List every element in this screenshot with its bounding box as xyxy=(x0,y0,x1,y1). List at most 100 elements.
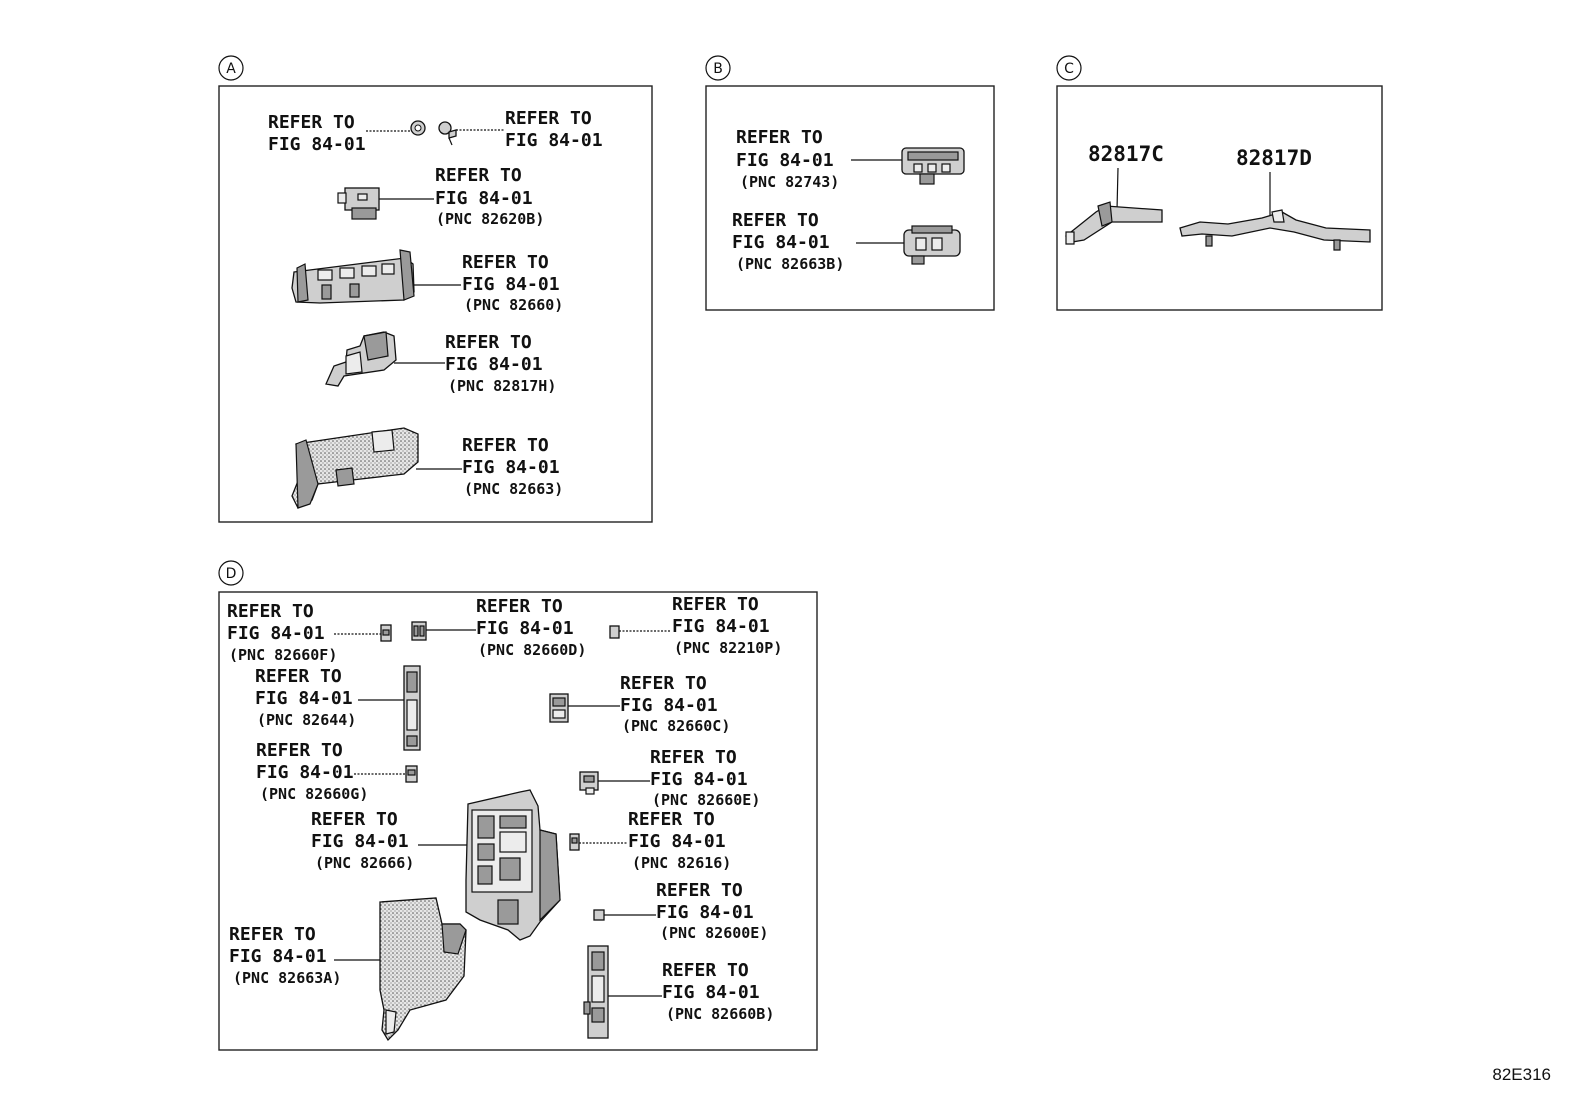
connector-part xyxy=(901,147,965,185)
callout-d3-line2: FIG 84-01 xyxy=(672,616,770,637)
callout-a5: REFER TO FIG 84-01 (PNC 82817H) xyxy=(325,331,556,395)
callout-b1: REFER TO FIG 84-01 (PNC 82743) xyxy=(736,127,965,191)
callout-a3-pnc: (PNC 82620B) xyxy=(436,210,544,228)
callout-d5-line2: FIG 84-01 xyxy=(620,695,718,716)
callout-a5-line1: REFER TO xyxy=(445,332,532,353)
callout-d9-line1: REFER TO xyxy=(628,809,715,830)
section-b-marker: B xyxy=(705,55,731,81)
callout-d11: REFER TO FIG 84-01 (PNC 82663A) xyxy=(229,897,467,1042)
callout-d2-pnc: (PNC 82660D) xyxy=(478,641,586,659)
junction-box-part xyxy=(465,789,561,941)
section-a-letter: A xyxy=(226,61,236,77)
callout-d10-line2: FIG 84-01 xyxy=(656,902,754,923)
callout-d4: REFER TO FIG 84-01 (PNC 82644) xyxy=(255,665,421,751)
junction-block-part xyxy=(291,249,415,304)
callout-b2: REFER TO FIG 84-01 (PNC 82663B) xyxy=(732,210,961,273)
section-d-letter: D xyxy=(226,566,237,582)
callout-a6-line1: REFER TO xyxy=(462,435,549,456)
callout-d10-pnc: (PNC 82600E) xyxy=(660,924,768,942)
callout-a4: REFER TO FIG 84-01 (PNC 82660) xyxy=(291,249,563,314)
callout-d5: REFER TO FIG 84-01 (PNC 82660C) xyxy=(549,673,730,735)
callout-d11-line2: FIG 84-01 xyxy=(229,946,327,967)
callout-d7-pnc: (PNC 82660E) xyxy=(652,791,760,809)
section-c: C 82817C 82817D xyxy=(1056,55,1383,311)
callout-d4-pnc: (PNC 82644) xyxy=(257,711,356,729)
bracket-part xyxy=(325,331,397,387)
callout-a2-line1: REFER TO xyxy=(505,108,592,129)
callout-d12: REFER TO FIG 84-01 (PNC 82660B) xyxy=(583,945,774,1039)
callout-d6-line1: REFER TO xyxy=(256,740,343,761)
callout-d3: REFER TO FIG 84-01 (PNC 82210P) xyxy=(609,594,782,657)
callout-d7-line2: FIG 84-01 xyxy=(650,769,748,790)
callout-a4-pnc: (PNC 82660) xyxy=(464,296,563,314)
callout-b1-pnc: (PNC 82743) xyxy=(740,173,839,191)
fuse-holder-part xyxy=(583,945,609,1039)
callout-d3-line1: REFER TO xyxy=(672,594,759,615)
callout-a3: REFER TO FIG 84-01 (PNC 82620B) xyxy=(337,165,544,228)
callout-d8-pnc: (PNC 82666) xyxy=(315,854,414,872)
section-d-frame xyxy=(218,591,818,1051)
bolt-part xyxy=(438,121,457,146)
callout-b2-pnc: (PNC 82663B) xyxy=(736,255,844,273)
cover-part xyxy=(291,427,419,509)
callout-d1-line2: FIG 84-01 xyxy=(227,623,325,644)
callout-d10-line1: REFER TO xyxy=(656,880,743,901)
callout-d8-line2: FIG 84-01 xyxy=(311,831,409,852)
callout-a3-line1: REFER TO xyxy=(435,165,522,186)
callout-b2-line1: REFER TO xyxy=(732,210,819,231)
callout-d10: REFER TO FIG 84-01 (PNC 82600E) xyxy=(593,880,768,942)
callout-d11-line1: REFER TO xyxy=(229,924,316,945)
callout-a4-line2: FIG 84-01 xyxy=(462,274,560,295)
section-c-marker: C xyxy=(1056,55,1082,81)
callout-a6-pnc: (PNC 82663) xyxy=(464,480,563,498)
callout-d6-line2: FIG 84-01 xyxy=(256,762,354,783)
callout-d12-line1: REFER TO xyxy=(662,960,749,981)
section-d-marker: D xyxy=(218,560,244,586)
callout-d2-line1: REFER TO xyxy=(476,596,563,617)
lower-cover-part xyxy=(379,897,467,1042)
callout-d11-pnc: (PNC 82663A) xyxy=(233,969,341,987)
callout-a5-pnc: (PNC 82817H) xyxy=(448,377,556,395)
callout-a3-line2: FIG 84-01 xyxy=(435,188,533,209)
callout-b1-line1: REFER TO xyxy=(736,127,823,148)
part-82817c: 82817C xyxy=(1065,142,1164,245)
callout-d5-pnc: (PNC 82660C) xyxy=(622,717,730,735)
callout-d1-line1: REFER TO xyxy=(227,601,314,622)
callout-d12-pnc: (PNC 82660B) xyxy=(666,1005,774,1023)
section-b-frame xyxy=(705,85,995,311)
callout-d7: REFER TO FIG 84-01 (PNC 82660E) xyxy=(579,747,760,809)
callout-a6: REFER TO FIG 84-01 (PNC 82663) xyxy=(291,427,563,509)
section-c-frame xyxy=(1056,85,1383,311)
callout-a1-line1: REFER TO xyxy=(268,112,355,133)
callout-d9: REFER TO FIG 84-01 (PNC 82616) xyxy=(569,809,731,872)
connector-part xyxy=(903,225,961,265)
callout-b2-line2: FIG 84-01 xyxy=(732,232,830,253)
callout-a6-line2: FIG 84-01 xyxy=(462,457,560,478)
callout-d1: REFER TO FIG 84-01 (PNC 82660F) xyxy=(227,601,392,664)
callout-d2-line2: FIG 84-01 xyxy=(476,618,574,639)
callout-d3-pnc: (PNC 82210P) xyxy=(674,639,782,657)
callout-a2: REFER TO FIG 84-01 xyxy=(438,108,603,151)
section-c-letter: C xyxy=(1064,61,1074,77)
callout-a5-line2: FIG 84-01 xyxy=(445,354,543,375)
nut-part xyxy=(410,120,426,136)
section-a-frame xyxy=(218,85,653,523)
callout-d9-pnc: (PNC 82616) xyxy=(632,854,731,872)
callout-b1-line2: FIG 84-01 xyxy=(736,150,834,171)
callout-d6-pnc: (PNC 82660G) xyxy=(260,785,368,803)
callout-d12-line2: FIG 84-01 xyxy=(662,982,760,1003)
figure-code: 82E316 xyxy=(1492,1065,1551,1084)
callout-d4-line2: FIG 84-01 xyxy=(255,688,353,709)
callout-d8: REFER TO FIG 84-01 (PNC 82666) xyxy=(311,789,561,941)
callout-d6: REFER TO FIG 84-01 (PNC 82660G) xyxy=(256,740,418,803)
callout-a1-line2: FIG 84-01 xyxy=(268,134,366,155)
callout-d9-line2: FIG 84-01 xyxy=(628,831,726,852)
section-d: D REFER TO FIG 84-01 (PNC 82660F) REFER … xyxy=(218,560,818,1051)
callout-d7-line1: REFER TO xyxy=(650,747,737,768)
callout-d1-pnc: (PNC 82660F) xyxy=(229,646,337,664)
callout-d5-line1: REFER TO xyxy=(620,673,707,694)
callout-d4-line1: REFER TO xyxy=(255,666,342,687)
section-b: B REFER TO FIG 84-01 (PNC 82743) REFER T… xyxy=(705,55,995,311)
callout-a2-line2: FIG 84-01 xyxy=(505,130,603,151)
relay-block-part xyxy=(337,187,380,220)
